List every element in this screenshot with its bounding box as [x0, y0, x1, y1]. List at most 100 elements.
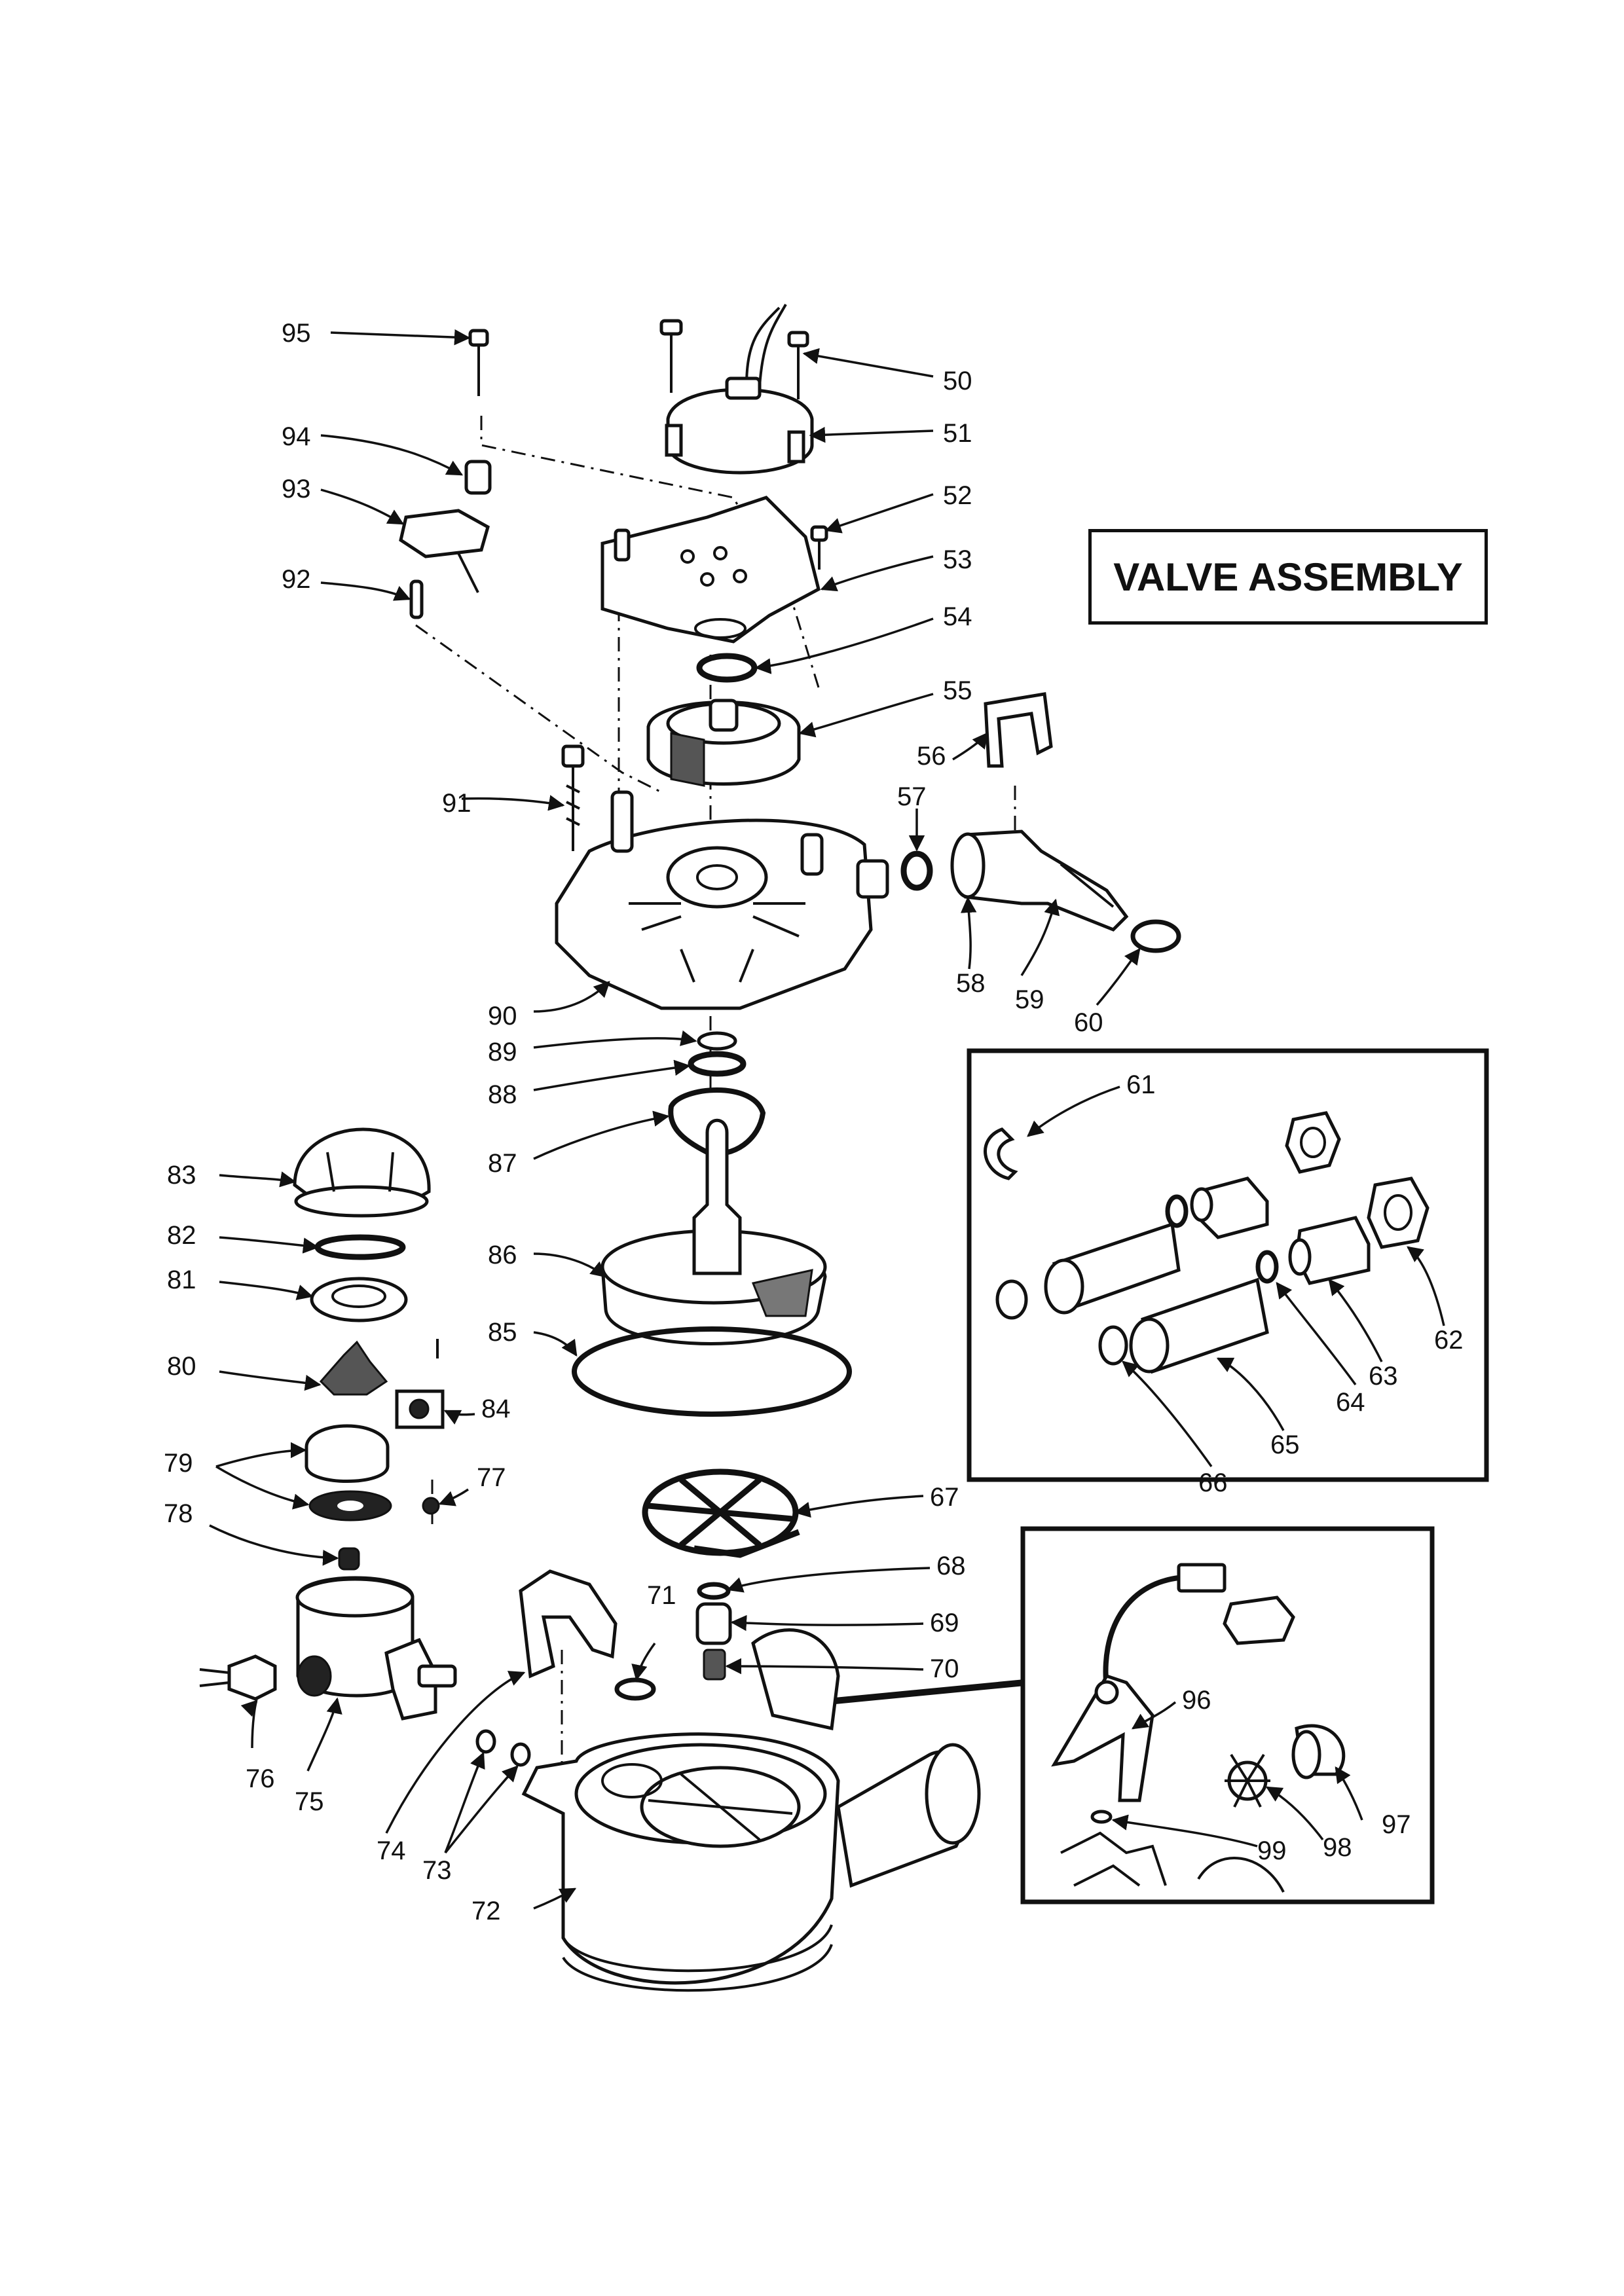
motor-51	[659, 304, 814, 475]
label-53: 53	[943, 545, 972, 574]
leader-arrows	[209, 329, 1445, 1910]
o-ring-73b	[510, 1742, 531, 1767]
o-ring-66	[1098, 1325, 1128, 1366]
title-box: VALVE ASSEMBLY	[1088, 529, 1488, 625]
label-78: 78	[164, 1499, 193, 1528]
adapter-kit-inset-box	[967, 1048, 1489, 1482]
clip-56	[984, 692, 1053, 768]
screw-95	[468, 329, 489, 396]
label-99: 99	[1257, 1836, 1287, 1865]
nozzle-76	[199, 1654, 277, 1701]
spring-70	[703, 1649, 726, 1681]
label-61: 61	[1126, 1070, 1156, 1099]
screw-52	[810, 525, 828, 570]
label-55: 55	[943, 676, 972, 705]
adapter-top	[1044, 1222, 1181, 1315]
clip-74	[519, 1569, 618, 1679]
label-64: 64	[1336, 1388, 1365, 1417]
gear-55	[646, 699, 801, 787]
nut-top	[1285, 1111, 1341, 1174]
label-84: 84	[481, 1394, 511, 1423]
washer-57	[900, 850, 933, 891]
pin-92	[409, 579, 424, 619]
label-51: 51	[943, 419, 972, 448]
label-57: 57	[897, 782, 927, 811]
label-58: 58	[956, 969, 986, 998]
label-59: 59	[1015, 985, 1044, 1014]
label-79: 79	[164, 1449, 193, 1478]
label-81: 81	[167, 1266, 196, 1294]
label-60: 60	[1074, 1008, 1103, 1037]
diagram-title: VALVE ASSEMBLY	[1113, 555, 1463, 599]
label-87: 87	[488, 1149, 517, 1178]
label-86: 86	[488, 1241, 517, 1269]
label-71: 71	[647, 1581, 676, 1610]
label-65: 65	[1270, 1430, 1300, 1459]
gasket-84	[395, 1389, 445, 1429]
label-67: 67	[930, 1483, 959, 1512]
label-82: 82	[167, 1221, 196, 1250]
o-ring-73a	[475, 1729, 496, 1754]
label-66: 66	[1198, 1468, 1228, 1497]
screen-63	[1288, 1216, 1371, 1285]
body-72	[521, 1628, 981, 1992]
clamp-60	[1130, 919, 1181, 953]
o-ring-64	[1255, 1250, 1279, 1284]
screen-top	[1190, 1176, 1269, 1239]
label-62: 62	[1434, 1326, 1464, 1355]
o-ring-85	[572, 1326, 852, 1417]
nut-62	[1367, 1176, 1430, 1249]
cone-80	[319, 1339, 439, 1396]
adapter-65	[1129, 1277, 1269, 1374]
label-95: 95	[282, 319, 311, 348]
label-50: 50	[943, 367, 972, 395]
elbow-58-59	[950, 829, 1129, 932]
o-ring-68	[697, 1582, 731, 1600]
label-56: 56	[917, 742, 946, 771]
o-ring-82	[314, 1234, 406, 1260]
seal-67	[642, 1468, 800, 1558]
label-98: 98	[1323, 1833, 1352, 1862]
label-69: 69	[930, 1609, 959, 1637]
plate-53	[600, 496, 821, 644]
label-75: 75	[295, 1787, 324, 1816]
label-73: 73	[422, 1856, 452, 1885]
label-76: 76	[246, 1764, 275, 1793]
label-72: 72	[471, 1897, 501, 1925]
impeller-98	[1225, 1753, 1270, 1808]
label-93: 93	[282, 475, 311, 503]
adapter-kit-parts	[984, 1111, 1430, 1374]
label-94: 94	[282, 422, 311, 451]
part-labels: 95 50 51 94 93 52 53 92 54 55 56 91 57 5…	[164, 319, 1464, 1925]
disk-79	[304, 1424, 392, 1522]
switch-93	[399, 509, 490, 593]
ring-88	[688, 1051, 747, 1077]
label-85: 85	[488, 1318, 517, 1347]
label-90: 90	[488, 1002, 517, 1030]
screw-91	[561, 744, 585, 851]
label-63: 63	[1369, 1362, 1398, 1391]
spring-78	[338, 1547, 360, 1571]
sleeve-69	[695, 1602, 732, 1645]
screw-77	[422, 1497, 440, 1515]
label-70: 70	[930, 1654, 959, 1683]
label-54: 54	[943, 602, 972, 631]
label-74: 74	[377, 1836, 406, 1865]
body-75	[295, 1576, 457, 1721]
cover-90	[555, 790, 889, 1010]
ring-81	[310, 1277, 408, 1322]
ring-54	[696, 653, 758, 683]
label-52: 52	[943, 481, 972, 510]
label-77: 77	[477, 1463, 506, 1492]
label-91: 91	[442, 789, 471, 818]
label-88: 88	[488, 1080, 517, 1109]
spacer-94	[464, 460, 492, 495]
label-92: 92	[282, 565, 311, 594]
piston-86	[600, 1118, 827, 1345]
label-80: 80	[167, 1352, 196, 1381]
washer-71	[614, 1677, 656, 1701]
label-68: 68	[936, 1552, 966, 1580]
inset-pointer-line	[834, 1679, 1025, 1704]
label-83: 83	[167, 1161, 196, 1190]
